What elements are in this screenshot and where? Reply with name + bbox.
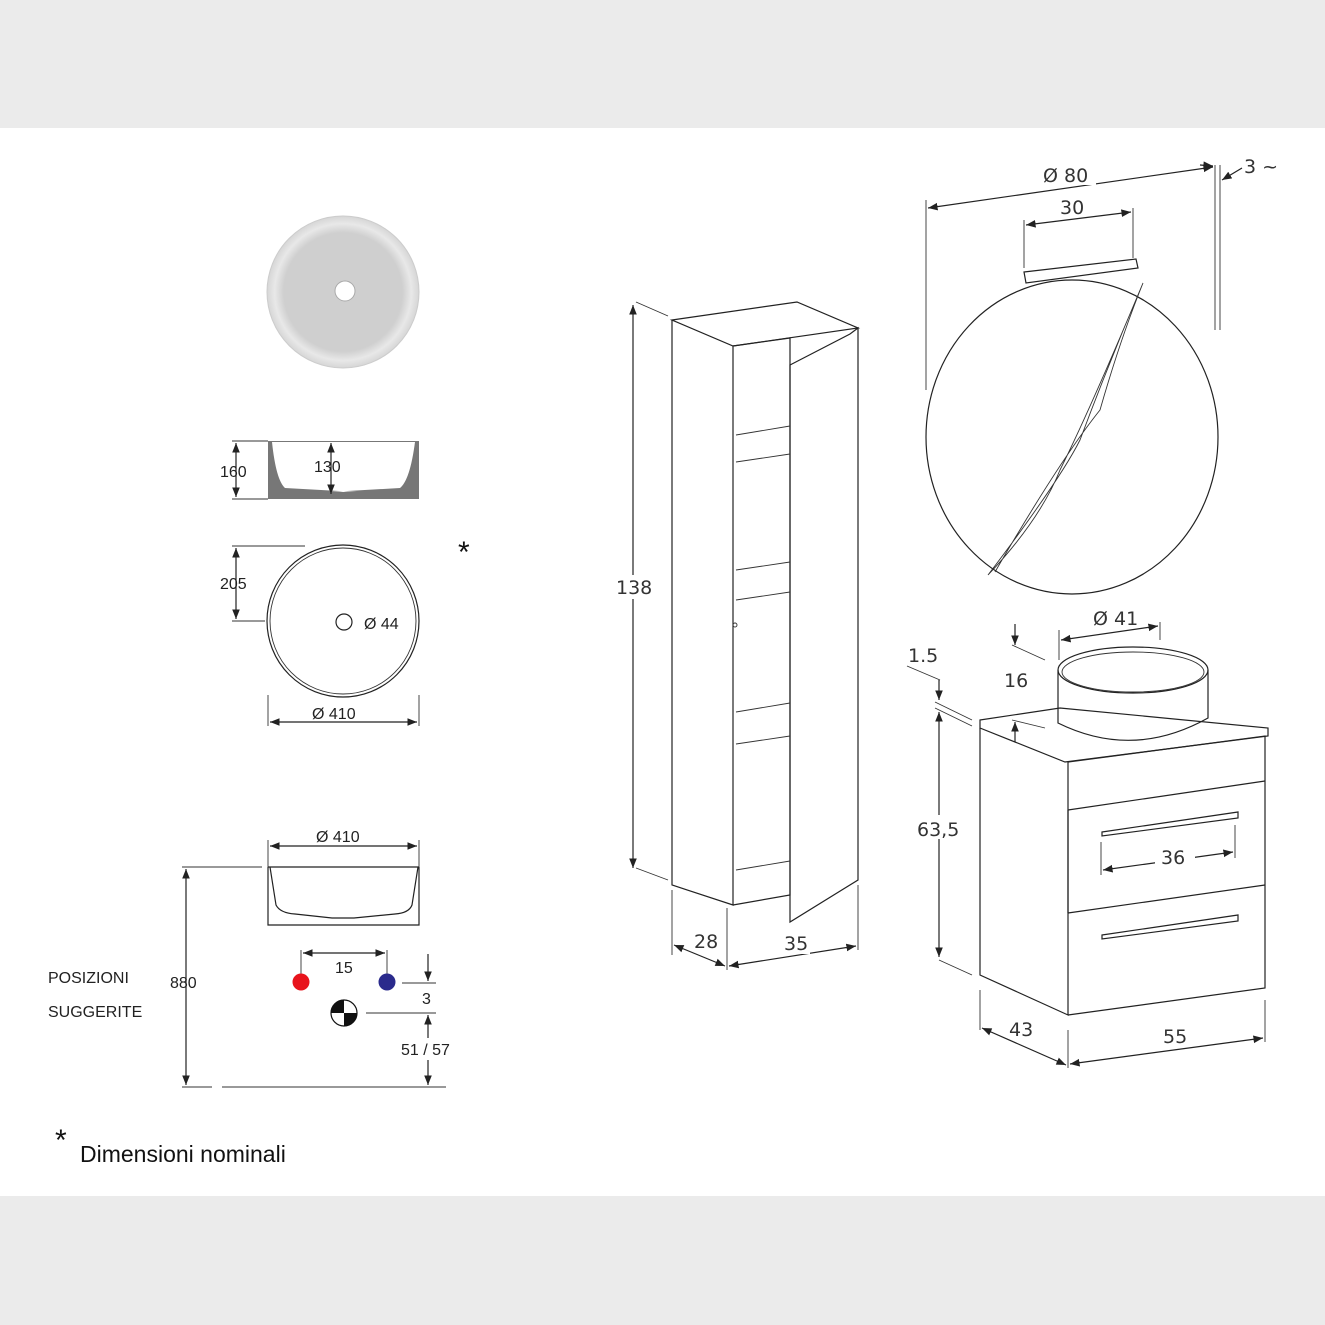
vanity-basin-height-label: 16 [1004,670,1028,692]
column-cabinet: 138 28 35 [615,301,861,970]
column-height-label: 138 [616,577,652,599]
offset-label: 3 [422,991,431,1008]
handle-width-label: 36 [1161,847,1185,869]
footnote-text: Dimensioni nominali [80,1141,286,1167]
top-thickness-label: 1.5 [908,645,938,667]
tap-spacing-label: 15 [335,960,353,977]
technical-drawing: 160 130 205 Ø 44 Ø 410 * Ø 410 880 15 [48,156,1278,1167]
lamp-width-label: 30 [1060,197,1084,219]
plan-radius-label: 205 [220,576,247,593]
basin-plan: 205 Ø 44 Ø 410 * [220,536,470,726]
column-depth-label: 28 [694,931,718,953]
drain-target-icon [330,999,358,1027]
nominal-asterisk: * [458,536,470,569]
basin-top-render [266,215,420,369]
vanity-width-label: 55 [1163,1026,1187,1048]
mirror-thickness-label: 3 ~ [1244,156,1278,178]
section-height-label: 160 [220,464,247,481]
cold-water-tap-icon [378,973,396,991]
hot-water-tap-icon [292,973,310,991]
plan-diameter-label: Ø 410 [312,706,356,723]
drawing-sheet: 160 130 205 Ø 44 Ø 410 * Ø 410 880 15 [0,128,1325,1196]
drain-diameter-label: Ø 44 [364,616,399,633]
column-width-label: 35 [784,933,808,955]
floor-height-label: 880 [170,975,197,992]
footnote: * Dimensioni nominali [55,1124,286,1167]
basin-section: 160 130 [220,440,419,500]
basin-elevation: Ø 410 880 15 3 51 / 57 POSIZIONI SUGGERI… [48,829,458,1088]
suggested-positions-line2: SUGGERITE [48,1004,142,1021]
round-mirror: 30 Ø 80 3 ~ [925,156,1278,595]
drain-height-label: 51 / 57 [401,1042,450,1059]
section-depth-label: 130 [314,459,341,476]
mirror-diameter-label: Ø 80 [1043,165,1088,187]
vanity-basin-diameter-label: Ø 41 [1093,608,1138,630]
vanity-depth-label: 43 [1009,1019,1033,1041]
vanity-unit: Ø 41 16 1.5 63,5 36 43 55 [906,608,1269,1068]
vanity-height-label: 63,5 [917,819,959,841]
elevation-diameter-label: Ø 410 [316,829,360,846]
footnote-asterisk: * [55,1124,67,1157]
suggested-positions-line1: POSIZIONI [48,970,129,987]
